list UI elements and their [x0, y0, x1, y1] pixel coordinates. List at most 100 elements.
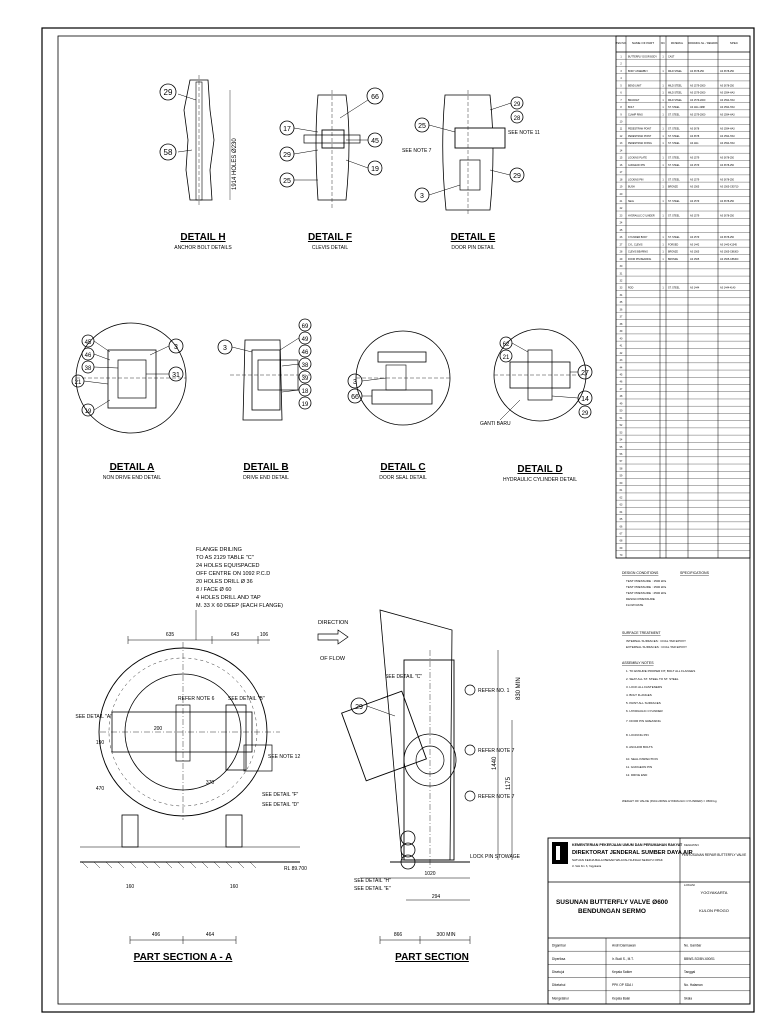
table-cell: AS 1565-C90710 [720, 186, 739, 189]
table-cell: 15 [620, 157, 623, 160]
callout-label: 21 [503, 355, 510, 361]
table-cell: 19 [620, 186, 623, 189]
annotation: SEE DETAIL "E" [354, 886, 391, 892]
detail-title: DETAIL F [308, 232, 352, 243]
table-cell: 6 [620, 92, 622, 95]
annotation: SEE DETAIL "B" [228, 696, 265, 702]
note-line: 12. DRIVE END [626, 773, 648, 777]
callout-label: 29 [513, 173, 521, 180]
callout-label: 46 [85, 353, 92, 359]
note-line: FLANGE DRILING [196, 547, 242, 553]
callout-label: 29 [514, 102, 521, 108]
table-cell: SEAL [628, 200, 635, 203]
table-cell: 36 [620, 308, 623, 311]
callout-label: 25 [283, 178, 291, 185]
address: Jl. Solo Km. 6, Yogyakarta [572, 865, 602, 868]
detail-title: DETAIL B [243, 462, 288, 473]
callout-label: 58 [164, 148, 173, 157]
callout-bubble [499, 349, 513, 363]
note-line: 3. LOCK ALL FASTENERS [626, 685, 662, 689]
callout-label: 29 [582, 411, 589, 417]
table-cell: 1 [662, 55, 664, 58]
table-cell: MILD STEEL [668, 92, 683, 95]
table-cell: 31 [620, 272, 623, 275]
table-cell: BUTTERFLY DOOR BODY [628, 55, 657, 58]
table-cell: 16 [620, 164, 623, 167]
detail-subtitle: DOOR PIN DETAIL [451, 245, 494, 251]
table-cell: 38 [620, 323, 623, 326]
table-cell: PEDESTRIAN POINT [628, 135, 652, 138]
table-cell: CLAMP RING [628, 113, 643, 116]
table-cell: 1 [620, 55, 622, 58]
table-cell: 1 [662, 287, 664, 290]
table-cell: DOOR PIN BEARING [628, 258, 651, 261]
table-cell: AS 3678-250 [720, 178, 735, 181]
callout-label: 21 [75, 380, 82, 386]
note-line: FLOW RATE [626, 603, 643, 607]
detail-title: DETAIL C [380, 462, 425, 473]
detail-subtitle: NON DRIVE END DETAIL [103, 475, 161, 481]
dimension-label: 160 [230, 884, 239, 890]
annotation: REFER NOTE 7 [478, 748, 515, 754]
callout-bubble [400, 830, 416, 846]
dimension-label: 106 [260, 632, 269, 638]
note-reference: SEE NOTE 7 [402, 148, 432, 154]
notes-heading: ASSEMBLY NOTES [622, 661, 654, 665]
table-cell: AS 1594-HA3 [720, 99, 735, 102]
table-cell: AS 1579 [690, 236, 700, 239]
table-cell: 1 [662, 128, 664, 131]
approval-cell: Kepala Balai [612, 996, 630, 1000]
table-cell: AS 1444-4140 [720, 287, 736, 290]
table-header: ITEM NO. [615, 42, 626, 45]
table-cell: ST. STEEL [668, 214, 680, 217]
location-label: LOKASI [684, 883, 695, 887]
note-line: 11. GUDGEON PIN [626, 765, 652, 769]
dimension-label: 190 [96, 740, 105, 746]
table-cell: 25 [620, 229, 623, 232]
callout-label: 45 [85, 340, 92, 346]
callout-label: 62 [503, 342, 510, 348]
detail-d: 62 21 27 14 29 GANTI BARU DETAIL D HYDRA… [480, 328, 593, 483]
table-header: SPEC [730, 41, 739, 45]
table-cell: 27 [620, 243, 623, 246]
table-cell: 58 [620, 467, 623, 470]
table-cell: AS 3678-250 [720, 84, 735, 87]
approval-cell: BBWS-SO/BV-600/01 [684, 957, 715, 961]
unit-name: SATUAN KERJA BALAI BESAR WILAYAH SUNGAI … [572, 858, 663, 862]
table-cell: 42 [620, 352, 623, 355]
table-cell: 1 [662, 84, 664, 87]
table-cell: 62 [620, 496, 623, 499]
drawing-title: SUSUNAN BUTTERFLY VALVE Ø600 [556, 899, 668, 906]
table-cell: AS 1594-HA3 [720, 135, 735, 138]
annotation: SEE DETAIL "C" [385, 674, 422, 680]
note-reference: SEE NOTE 11 [508, 130, 540, 136]
table-cell: 61 [620, 489, 623, 492]
ministry-logo-icon [556, 846, 560, 860]
table-cell: 37 [620, 316, 623, 319]
table-cell: 1 [662, 178, 664, 181]
callout-label: 19 [302, 402, 309, 408]
table-cell: 48 [620, 395, 623, 398]
table-cell: 9 [620, 113, 622, 116]
table-header: NO. [661, 42, 666, 45]
callout-label: 49 [302, 337, 309, 343]
notes-heading: SURFACE TREATMENT [622, 631, 661, 635]
approval-cell: Mengetahui [552, 996, 569, 1000]
table-cell: ST. STEEL [668, 157, 680, 160]
table-cell: AS 3678 [690, 128, 700, 131]
part-section-side: 29 SEE DETAIL "C" SEE DETAIL "E" REFER N… [341, 609, 522, 963]
note-line: INTERNAL SURFACES : COAL TAR EPOXY [626, 639, 686, 643]
table-cell: BUSH [628, 186, 635, 189]
callout-bubble [159, 83, 177, 101]
table-cell: 22 [620, 207, 623, 210]
table-header: MATERIAL [671, 42, 684, 45]
table-cell: 29 [620, 258, 623, 261]
table-cell: AS 1111 [690, 142, 699, 145]
table-cell: ST. STEEL [668, 178, 680, 181]
table-cell: 39 [620, 330, 623, 333]
approval-cell: Tanggal [684, 970, 695, 974]
outer-border [41, 27, 755, 1013]
table-cell: 46 [620, 381, 623, 384]
part-section-a-a: 635 643 106 SEE DETAIL "A" REFER NOTE 6 [75, 632, 307, 963]
approval-cell: Kepala Satker [612, 970, 633, 974]
